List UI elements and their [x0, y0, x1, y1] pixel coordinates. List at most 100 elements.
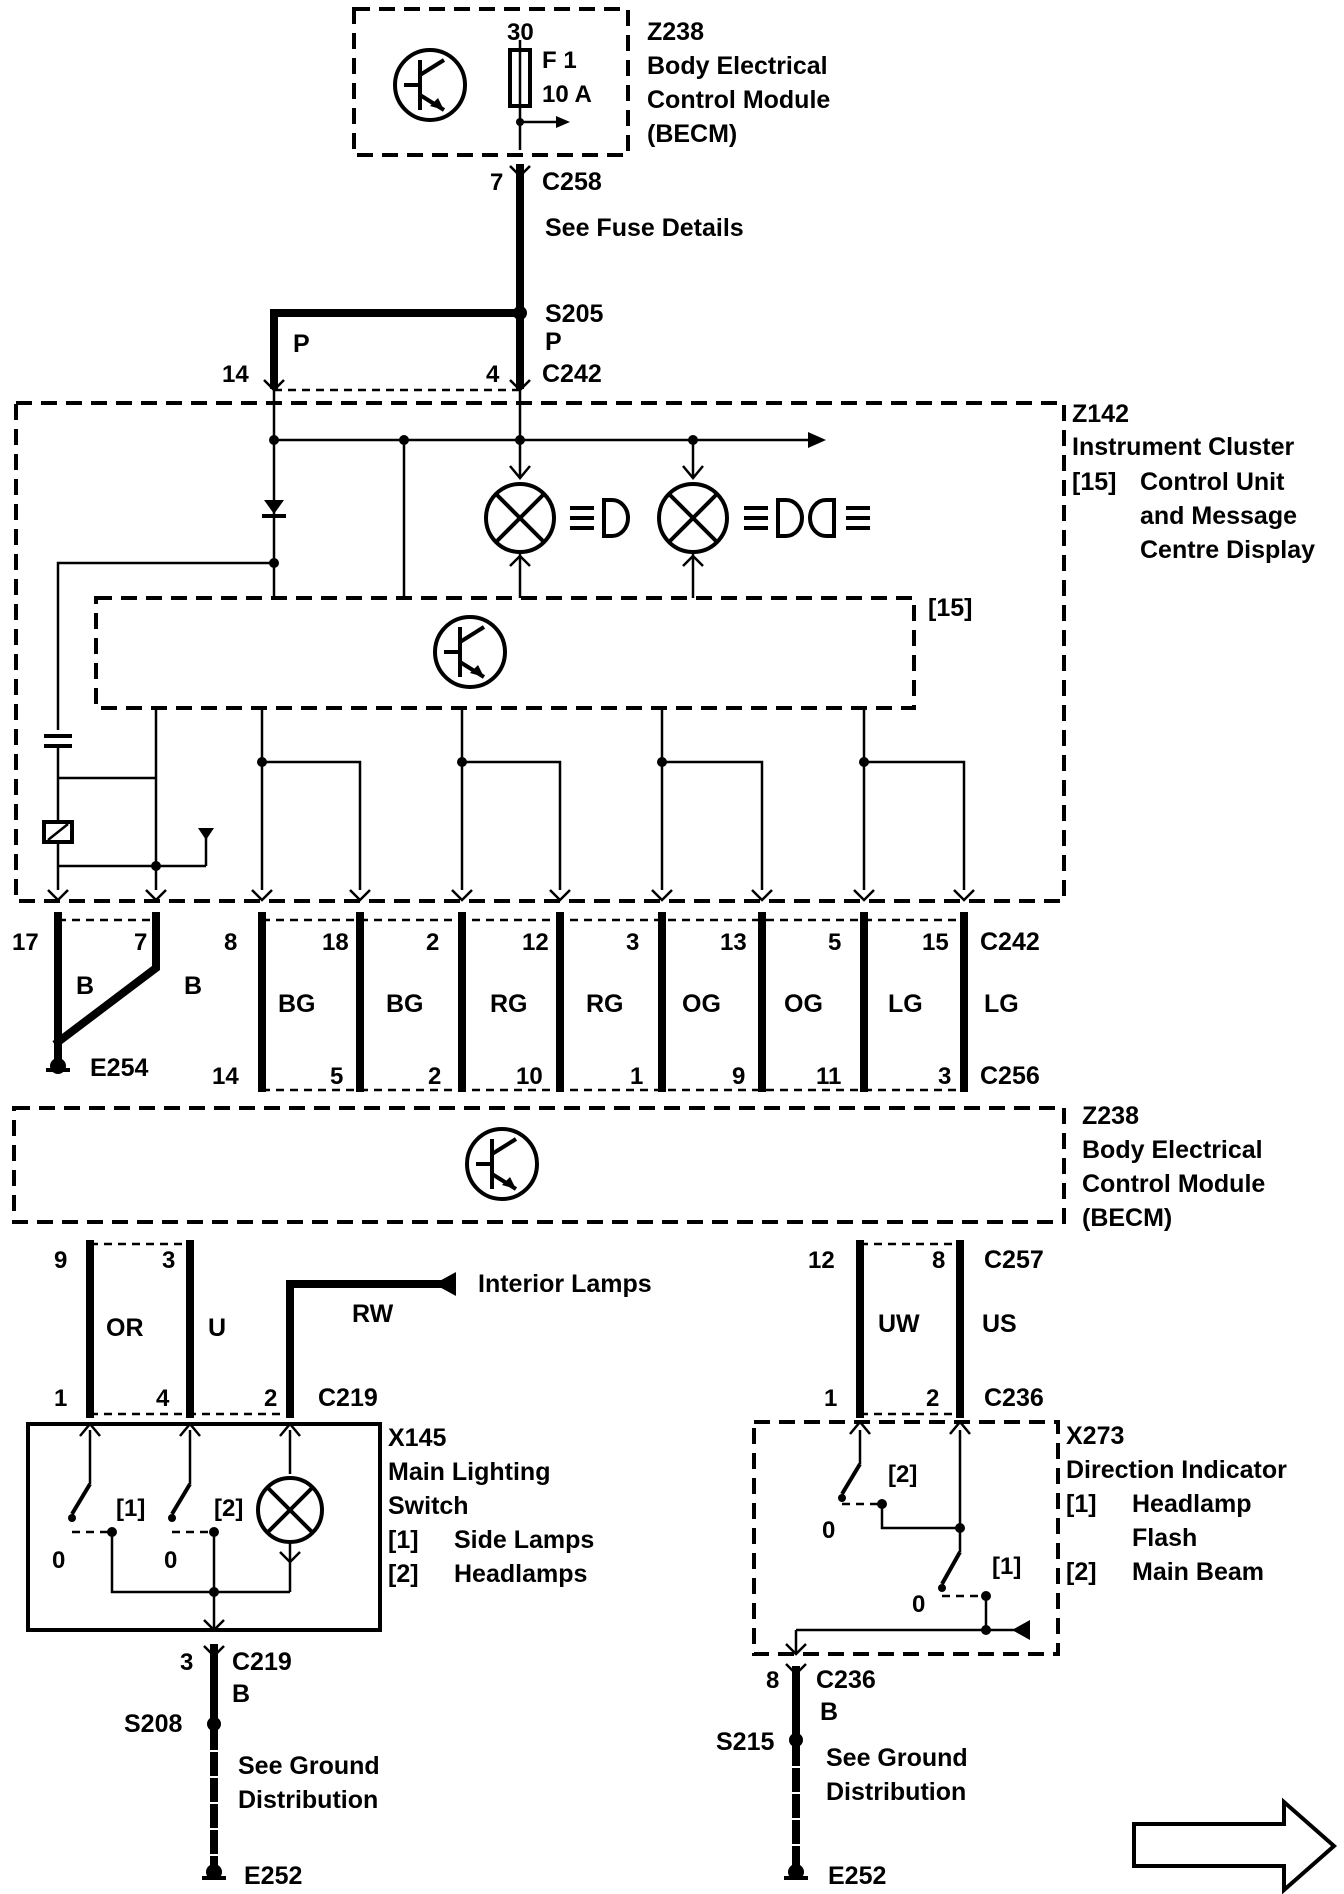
- c242-pin-8: 8: [224, 929, 237, 956]
- output-pair-lg: [853, 708, 975, 902]
- s205-wire: P: [545, 328, 562, 356]
- x145-legend-tag-2: [2]: [388, 1560, 419, 1588]
- ground-right-pin: 8: [766, 1667, 779, 1694]
- c257-pin-8: 8: [932, 1247, 945, 1274]
- ground-left-splice: S208: [124, 1710, 182, 1738]
- direction-harness: 12 8 C257 UW US 1 2 C236: [808, 1240, 1044, 1418]
- fuse-name: F 1: [542, 47, 577, 74]
- control-unit-15-box: [94, 596, 916, 710]
- c242-top-pin-right: 4: [486, 361, 500, 388]
- c256-pin-5: 5: [330, 1063, 343, 1090]
- c236-pin-2: 2: [926, 1385, 939, 1412]
- fuse-pin-number: 30: [507, 19, 534, 46]
- interior-lamps-label: Interior Lamps: [478, 1270, 652, 1298]
- c242-pin-15: 15: [922, 929, 949, 956]
- becm-mid-box: [12, 1106, 1066, 1224]
- wire-uw: UW: [878, 1310, 920, 1338]
- ground-e254: E254: [90, 1054, 148, 1082]
- wire-or: OR: [106, 1314, 144, 1342]
- wire-bg-2: BG: [386, 990, 424, 1018]
- c256-pin-2: 2: [428, 1063, 441, 1090]
- c242-pin-5: 5: [828, 929, 841, 956]
- becm-top-name-3: (BECM): [647, 120, 737, 148]
- c242-bottom-harness: 17 7 8 18 2 12 3 13 5 15 C242 B B E254 B…: [12, 912, 1040, 1092]
- c242-pin-13: 13: [720, 929, 747, 956]
- main-lighting-switch: [1] 0 [2] 0 X145 Main Lighting Switch [1…: [26, 1422, 594, 1632]
- wire-b-left: B: [76, 972, 94, 1000]
- wire-lg-2: LG: [984, 990, 1019, 1018]
- ground-left-e252: E252: [244, 1862, 302, 1890]
- headlamp-symbol-icon: [744, 498, 870, 538]
- fuse-icon: [508, 40, 570, 150]
- x273-name-1: Direction Indicator: [1066, 1456, 1287, 1484]
- lamp-icon: [657, 465, 729, 598]
- becm-mid-module: Z238 Body Electrical Control Module (BEC…: [12, 1102, 1265, 1232]
- ground-left-pin: 3: [180, 1649, 193, 1676]
- x145-ref: X145: [388, 1424, 446, 1452]
- c242-top-pin-left: 14: [222, 361, 249, 388]
- s205-ref: S205: [545, 300, 603, 328]
- cluster-name-3: and Message: [1140, 502, 1297, 530]
- x145-legend-text-2: Headlamps: [454, 1560, 587, 1588]
- x145-zero-2: 0: [164, 1547, 177, 1574]
- instrument-cluster: Z142 Instrument Cluster [15] Control Uni…: [14, 390, 1315, 903]
- c242-pin-3: 3: [626, 929, 639, 956]
- relay-coil-icon: [42, 820, 74, 890]
- c242-pin-17: 17: [12, 929, 39, 956]
- cluster-sub-tag: [15]: [1072, 468, 1116, 496]
- ground-right-note-2: Distribution: [826, 1778, 966, 1806]
- becm-mid-name-3: (BECM): [1082, 1204, 1172, 1232]
- x273-legend-tag-2: [2]: [1066, 1558, 1097, 1586]
- transistor-icon: [393, 48, 467, 122]
- see-fuse-details-note: See Fuse Details: [545, 214, 744, 242]
- x273-legend-tag-1: [1]: [1066, 1490, 1097, 1518]
- ground-icon: [46, 1058, 70, 1074]
- becm-top-module: 30 F 1 10 A Z238 Body Electrical Control…: [352, 7, 830, 157]
- wire-u: U: [208, 1314, 226, 1342]
- x145-box: [26, 1422, 382, 1632]
- transistor-icon: [465, 1127, 539, 1201]
- c257-connector: C257: [984, 1246, 1044, 1274]
- x273-zero-2: 0: [822, 1517, 835, 1544]
- x273-legend-text-1b: Flash: [1132, 1524, 1197, 1552]
- wire-rw: RW: [352, 1300, 394, 1328]
- wire-us: US: [982, 1310, 1017, 1338]
- direction-indicator-switch: [2] 0 [1] 0 X273 Direction Indicator [1]…: [752, 1420, 1287, 1656]
- c242-bottom-connector: C242: [980, 928, 1040, 956]
- output-pair-bg: [251, 708, 371, 902]
- c219-pin-2: 2: [264, 1385, 277, 1412]
- ground-left-connector: C219: [232, 1648, 292, 1676]
- transistor-icon: [433, 615, 507, 689]
- x145-tag-2: [2]: [214, 1495, 243, 1522]
- c219-pin-1: 1: [54, 1385, 67, 1412]
- splice-s205: S205 P P 14 4 C242: [222, 300, 603, 392]
- ground-right-note-1: See Ground: [826, 1744, 968, 1772]
- x273-box: [752, 1420, 1060, 1656]
- ground-right-splice: S215: [716, 1728, 774, 1756]
- c236-connector: C236: [984, 1384, 1044, 1412]
- lighting-harness: 9 3 OR U RW Interior Lamps 1 4 2 C219: [54, 1240, 652, 1418]
- ground-right-wire: B: [820, 1698, 838, 1726]
- ground-right-path: 8 C236 B S215 See Ground Distribution E2…: [716, 1663, 968, 1890]
- becm-mid-name-1: Body Electrical: [1082, 1136, 1263, 1164]
- ground-right-e252: E252: [828, 1862, 886, 1890]
- ground-left-note-1: See Ground: [238, 1752, 380, 1780]
- x145-name-2: Switch: [388, 1492, 469, 1520]
- c256-connector: C256: [980, 1062, 1040, 1090]
- lamp-icon: [484, 465, 556, 598]
- x145-tag-1: [1]: [116, 1495, 145, 1522]
- ground-icon: [202, 1864, 226, 1880]
- c242-pin-12: 12: [522, 929, 549, 956]
- x145-legend-tag-1: [1]: [388, 1526, 419, 1554]
- x273-ref: X273: [1066, 1422, 1124, 1450]
- wire-lg-1: LG: [888, 990, 923, 1018]
- c258-connector: C258: [542, 168, 602, 196]
- x273-legend-text-1: Headlamp: [1132, 1490, 1251, 1518]
- c219-pin-4: 4: [156, 1385, 170, 1412]
- c256-pin-14: 14: [212, 1063, 239, 1090]
- c256-pin-10: 10: [516, 1063, 543, 1090]
- becm-mid-ref: Z238: [1082, 1102, 1139, 1130]
- c242-top-connector: C242: [542, 360, 602, 388]
- next-page-arrow-icon[interactable]: [1132, 1797, 1338, 1894]
